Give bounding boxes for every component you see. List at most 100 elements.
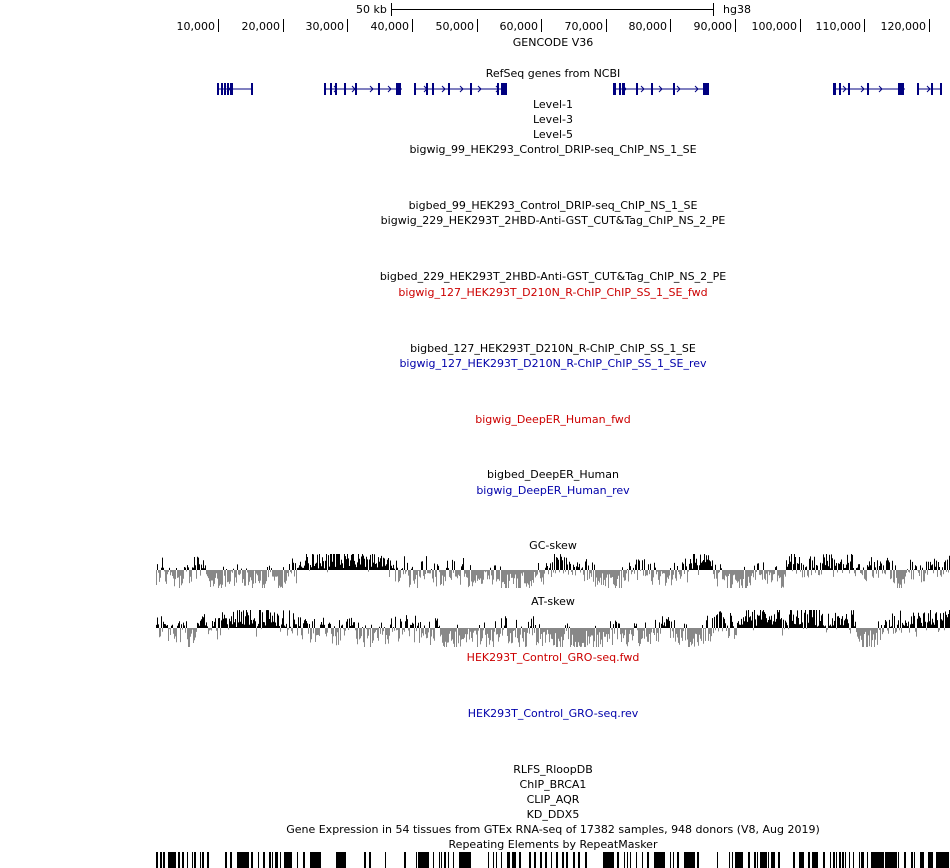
exon-block	[636, 83, 638, 95]
track-label[interactable]: bigwig_DeepER_Human_fwd	[475, 413, 631, 426]
strand-arrow	[459, 85, 464, 93]
exon-block	[833, 83, 836, 95]
track-label[interactable]: bigwig_127_HEK293T_D210N_R-ChIP_ChIP_SS_…	[398, 286, 708, 299]
ruler-position-label: 40,000	[370, 20, 410, 33]
exon-block	[470, 83, 472, 95]
exon-block	[227, 83, 229, 95]
exon-block	[432, 83, 434, 95]
exon-block	[355, 83, 357, 95]
exon-block	[251, 83, 253, 95]
strand-arrow	[860, 85, 865, 93]
ruler-position-label: 90,000	[693, 20, 733, 33]
track-label[interactable]: AT-skew	[531, 595, 575, 608]
strand-arrow	[622, 85, 627, 93]
exon-block	[217, 83, 219, 95]
ruler-position-label: 60,000	[499, 20, 539, 33]
exon-block	[221, 83, 223, 95]
strand-arrow	[226, 85, 231, 93]
strand-arrow	[926, 85, 931, 93]
exon-block	[839, 83, 841, 95]
exon-block	[703, 83, 709, 95]
track-label[interactable]: GENCODE V36	[512, 36, 594, 49]
track-label[interactable]: Level-5	[532, 128, 573, 141]
strand-arrow	[694, 85, 699, 93]
strand-arrow	[369, 85, 374, 93]
ruler-tick	[218, 19, 219, 32]
track-label[interactable]: bigbed_229_HEK293T_2HBD-Anti-GST_CUT&Tag…	[379, 270, 727, 283]
repeat-element-blocks	[156, 852, 949, 868]
exon-block	[613, 83, 616, 95]
track-label[interactable]: HEK293T_Control_GRO-seq.fwd	[466, 651, 640, 664]
exon-block	[230, 83, 233, 95]
strand-arrow	[658, 85, 663, 93]
track-label[interactable]: ChIP_BRCA1	[519, 778, 587, 791]
exon-block	[224, 83, 226, 95]
strand-arrow	[495, 85, 500, 93]
ruler-tick	[929, 19, 930, 32]
track-label[interactable]: bigwig_229_HEK293T_2HBD-Anti-GST_CUT&Tag…	[380, 214, 726, 227]
track-label[interactable]: CLIP_AQR	[526, 793, 580, 806]
track-label[interactable]: RLFS_RloopDB	[513, 763, 593, 776]
scale-bar-left-tick	[391, 3, 392, 16]
skew-positive-bars	[156, 610, 950, 628]
ruler-position-label: 110,000	[815, 20, 862, 33]
ruler-tick	[864, 19, 865, 32]
exon-block	[396, 83, 401, 95]
strand-arrow	[441, 85, 446, 93]
exon-block	[940, 83, 942, 95]
ruler-tick	[347, 19, 348, 32]
track-label[interactable]: bigbed_99_HEK293_Control_DRIP-seq_ChIP_N…	[408, 199, 698, 212]
skew-negative-bars	[156, 570, 949, 588]
track-label[interactable]: bigwig_DeepER_Human_rev	[476, 484, 630, 497]
gc-skew-signal[interactable]	[156, 552, 950, 588]
exon-block	[867, 83, 869, 95]
strand-arrow	[333, 85, 338, 93]
exon-block	[330, 83, 332, 95]
ruler-tick	[541, 19, 542, 32]
track-label[interactable]: Level-1	[532, 98, 573, 111]
track-label[interactable]: GC-skew	[529, 539, 577, 552]
ruler-position-label: 20,000	[241, 20, 281, 33]
track-label[interactable]: KD_DDX5	[526, 808, 580, 821]
skew-negative-bars	[159, 628, 945, 647]
ruler-tick	[800, 19, 801, 32]
exon-block	[917, 83, 919, 95]
strand-arrow	[477, 85, 482, 93]
at-skew-signal[interactable]	[156, 608, 950, 648]
strand-arrow	[676, 85, 681, 93]
exon-block	[344, 83, 346, 95]
exon-block	[931, 83, 933, 95]
ruler-tick	[670, 19, 671, 32]
strand-arrow	[842, 85, 847, 93]
ruler-position-label: 80,000	[628, 20, 668, 33]
refseq-gene-models[interactable]	[0, 80, 950, 100]
ruler-tick	[412, 19, 413, 32]
track-label[interactable]: Repeating Elements by RepeatMasker	[448, 838, 658, 851]
track-label[interactable]: bigwig_99_HEK293_Control_DRIP-seq_ChIP_N…	[409, 143, 697, 156]
track-label[interactable]: bigbed_DeepER_Human	[486, 468, 619, 481]
exon-block	[378, 83, 380, 95]
exon-block	[898, 83, 904, 95]
track-label[interactable]: bigbed_127_HEK293T_D210N_R-ChIP_ChIP_SS_…	[410, 342, 696, 355]
strand-arrow	[351, 85, 356, 93]
exon-block	[497, 83, 499, 95]
ruler-position-label: 50,000	[435, 20, 475, 33]
assembly-label: hg38	[723, 3, 751, 16]
skew-positive-bars	[157, 554, 950, 570]
track-label[interactable]: bigwig_127_HEK293T_D210N_R-ChIP_ChIP_SS_…	[399, 357, 707, 370]
scale-bar	[391, 9, 713, 10]
track-label[interactable]: Level-3	[532, 113, 573, 126]
ruler-tick	[477, 19, 478, 32]
ruler-position-label: 70,000	[564, 20, 604, 33]
repeatmasker-elements[interactable]	[156, 852, 950, 868]
exon-block	[848, 83, 850, 95]
track-label[interactable]: HEK293T_Control_GRO-seq.rev	[467, 707, 639, 720]
track-label[interactable]: Gene Expression in 54 tissues from GTEx …	[286, 823, 820, 836]
track-label[interactable]: RefSeq genes from NCBI	[485, 67, 621, 80]
strand-arrow	[878, 85, 883, 93]
ruler-position-label: 30,000	[305, 20, 345, 33]
strand-arrow	[387, 85, 392, 93]
ruler-position-label: 120,000	[880, 20, 927, 33]
